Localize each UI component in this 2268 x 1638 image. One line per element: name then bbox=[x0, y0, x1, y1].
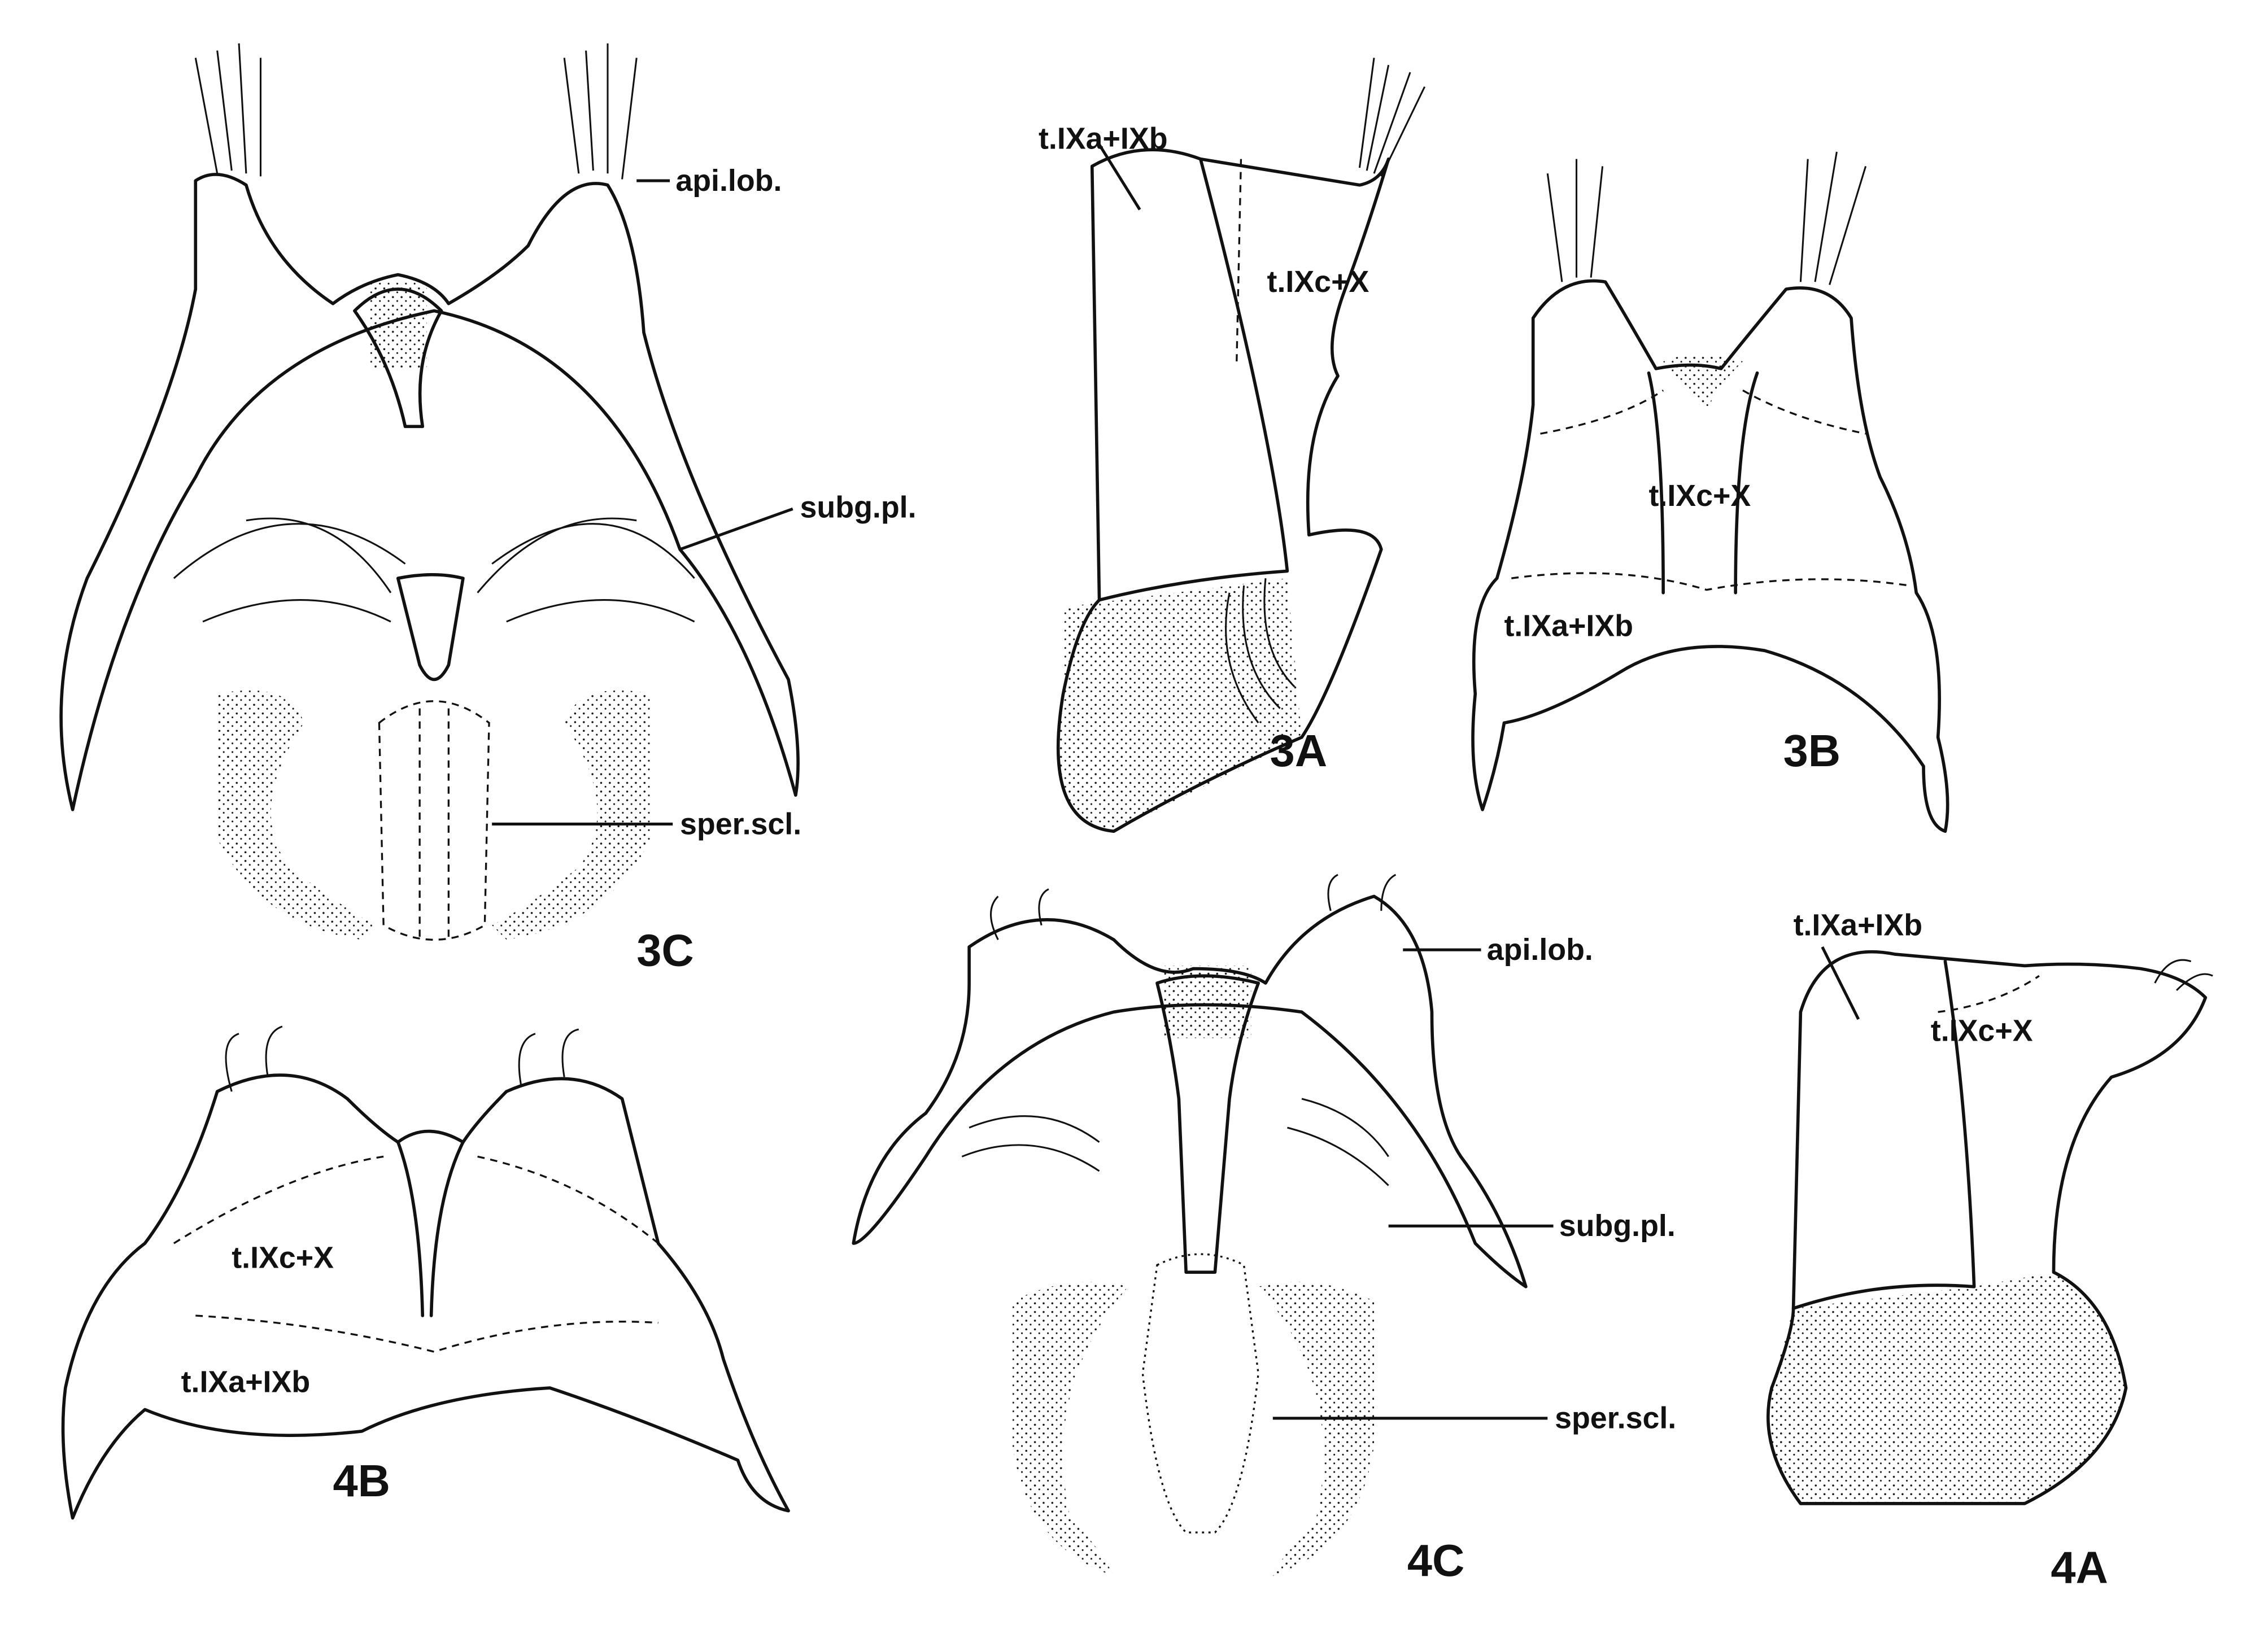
figure-4a: t.IXa+IXb t.IXc+X 4A bbox=[1766, 908, 2213, 1593]
figure-id-4a: 4A bbox=[2051, 1543, 2108, 1593]
label-t-ixc-x: t.IXc+X bbox=[232, 1241, 334, 1275]
label-subg-pl: subg.pl. bbox=[800, 491, 917, 525]
label-t-ixa-ixb: t.IXa+IXb bbox=[1794, 908, 1923, 942]
label-t-ixc-x: t.IXc+X bbox=[1931, 1014, 2033, 1048]
label-api-lob: api.lob. bbox=[675, 164, 782, 198]
figure-3c: api.lob. subg.pl. sper.scl. 3C bbox=[59, 43, 917, 975]
label-t-ixc-x: t.IXc+X bbox=[1649, 479, 1751, 513]
figure-id-3b: 3B bbox=[1783, 726, 1840, 776]
label-subg-pl: subg.pl. bbox=[1559, 1209, 1676, 1243]
label-api-lob: api.lob. bbox=[1487, 933, 1593, 967]
leader-line bbox=[679, 507, 793, 551]
leader-line bbox=[1098, 143, 1141, 211]
label-t-ixc-x: t.IXc+X bbox=[1267, 265, 1369, 299]
figure-id-4c: 4C bbox=[1407, 1535, 1464, 1585]
label-t-ixa-ixb: t.IXa+IXb bbox=[1039, 122, 1168, 156]
label-t-ixa-ixb: t.IXa+IXb bbox=[181, 1365, 311, 1399]
leader-line bbox=[1821, 946, 1860, 1020]
label-sper-scl: sper.scl. bbox=[680, 807, 801, 841]
figure-id-3c: 3C bbox=[636, 925, 694, 975]
label-sper-scl: sper.scl. bbox=[1555, 1401, 1676, 1435]
figure-id-3a: 3A bbox=[1270, 726, 1327, 776]
figure-4c: api.lob. subg.pl. sper.scl. 4C bbox=[852, 873, 1676, 1585]
figure-3b: t.IXc+X t.IXa+IXb 3B bbox=[1471, 151, 1949, 833]
label-t-ixa-ixb: t.IXa+IXb bbox=[1504, 609, 1633, 643]
figure-4b: t.IXc+X t.IXa+IXb 4B bbox=[61, 1025, 790, 1520]
figure-3a: t.IXa+IXb t.IXc+X 3A bbox=[1039, 58, 1426, 833]
figure-id-4b: 4B bbox=[333, 1456, 390, 1506]
